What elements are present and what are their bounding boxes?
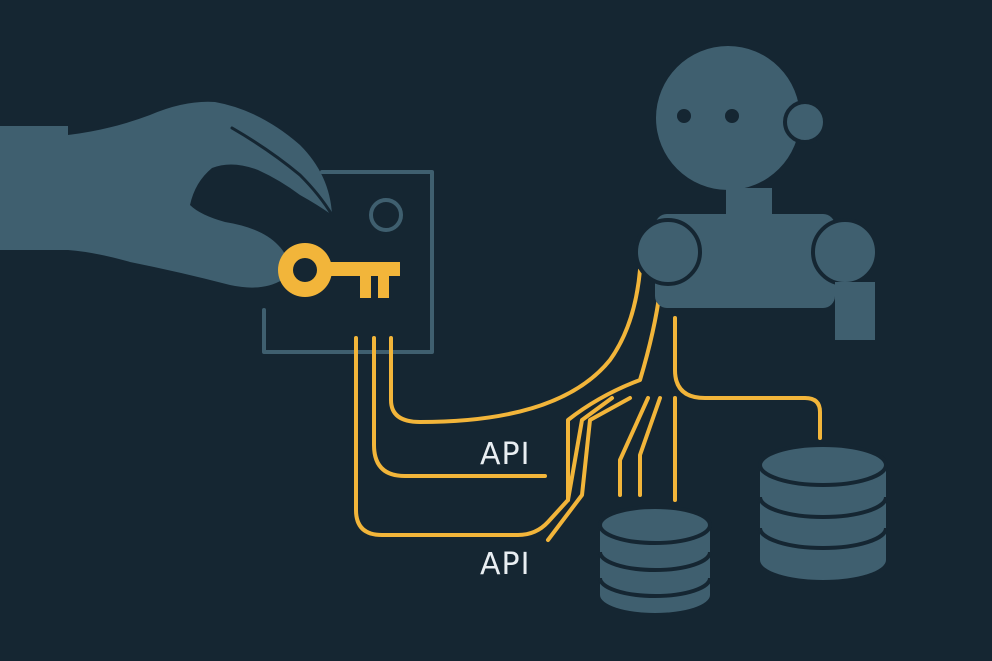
database-icon (758, 443, 888, 580)
hand-icon (0, 101, 334, 288)
api-label-top: API (480, 437, 531, 472)
wire-middle (372, 336, 547, 478)
wire-connections (354, 268, 822, 542)
database-icon (598, 505, 712, 613)
wire-outer (354, 288, 662, 537)
wire-robot-to-db (673, 316, 822, 440)
key-icon (278, 243, 400, 298)
wire-branch-b (638, 396, 662, 497)
wire-lower-route-2 (566, 396, 614, 502)
wire-inner (389, 268, 642, 424)
robot-icon (634, 46, 879, 340)
api-label-bottom: API (480, 547, 531, 582)
wire-lower-route (546, 396, 632, 542)
wire-branch-c (618, 396, 650, 497)
